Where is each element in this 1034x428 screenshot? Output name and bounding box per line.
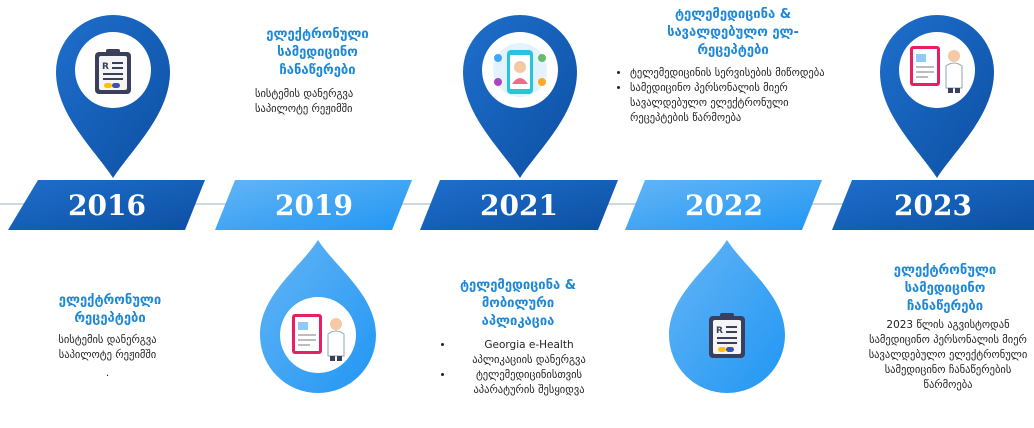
entry-text-2019: სისტემის დანერგვა საპილოტე რეჟიმში (255, 88, 354, 115)
entry-bullets-2021: Georgia e-Health აპლიკაციის დანერგვა ტელ… (442, 338, 604, 398)
doctor-with-record-icon (292, 314, 345, 361)
year-label-2021: 2021 (480, 188, 558, 222)
entry-bullet-2022-2: სამედიცინო პერსონალის მიერ სავალდებულო ე… (630, 81, 850, 126)
svg-text:R: R (102, 62, 109, 72)
year-label-2023: 2023 (894, 188, 972, 222)
mobile-telemedicine-icon (493, 43, 547, 97)
marker-pin-2023 (880, 15, 994, 178)
year-label-2019: 2019 (275, 188, 353, 222)
year-banner-2021 (420, 180, 618, 230)
entry-bullets-2022: ტელემედიცინის სერვისების მიწოდება სამედი… (618, 66, 850, 126)
entry-text-2016: სისტემის დანერგვა საპილოტე რეჟიმში (58, 334, 157, 361)
doctor-with-record-icon (910, 46, 963, 93)
prescription-clipboard-icon: R (95, 49, 131, 94)
entry-title-2023: ელექტრონული სამედიცინო ჩანაწერები (893, 263, 997, 314)
year-banner-2019 (215, 180, 412, 230)
prescription-clipboard-icon: R (709, 313, 745, 358)
marker-pin-2016 (56, 15, 170, 178)
entry-bullet-2021-2: ტელემედიცინისთვის აპარატურის შესყიდვა (454, 368, 604, 398)
entry-title-2021: ტელემედიცინა & მობილური აპლიკაცია (459, 278, 577, 329)
entry-bullet-2021-1: Georgia e-Health აპლიკაციის დანერგვა (454, 338, 604, 368)
year-label-2022: 2022 (685, 188, 763, 222)
year-banner-2022 (625, 180, 822, 230)
year-banner-2016 (8, 180, 205, 230)
entry-title-2022: ტელემედიცინა & სავალდებულო ელ-რეცეპტები (667, 7, 799, 58)
svg-text:R: R (716, 326, 723, 336)
entry-extra-2016: . (105, 367, 110, 379)
entry-bullet-2022-1: ტელემედიცინის სერვისების მიწოდება (630, 66, 850, 81)
year-label-2016: 2016 (68, 188, 146, 222)
year-banner-2023 (832, 180, 1034, 230)
entry-title-2019: ელექტრონული სამედიცინო ჩანაწერები (266, 27, 369, 78)
entry-title-2016: ელექტრონული რეცეპტები (58, 293, 162, 326)
entry-text-2023: 2023 წლის აგვისტოდან სამედიცინო პერსონალ… (868, 319, 1028, 391)
